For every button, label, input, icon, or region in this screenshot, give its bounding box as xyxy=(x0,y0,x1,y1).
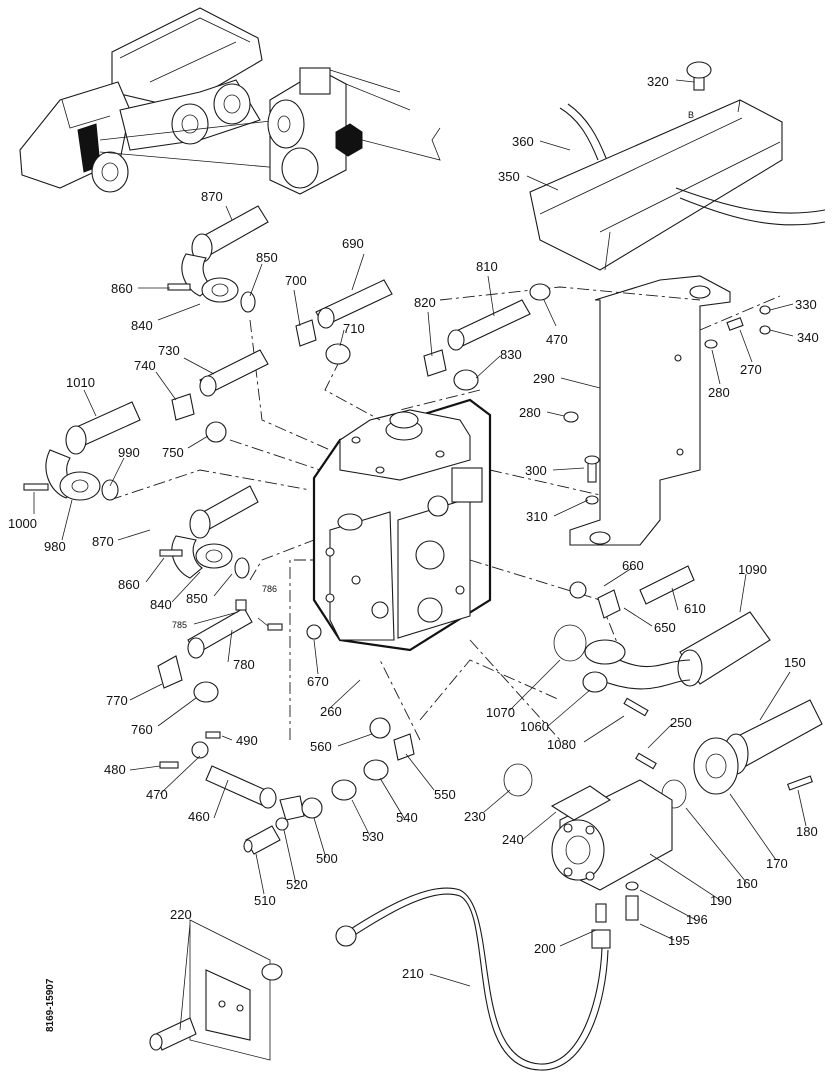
callout-460: 460 xyxy=(188,809,210,824)
callout-170: 170 xyxy=(766,856,788,871)
callout-980: 980 xyxy=(44,539,66,554)
callout-610: 610 xyxy=(684,601,706,616)
callout-280-lower: 280 xyxy=(519,405,541,420)
callout-740: 740 xyxy=(134,358,156,373)
callout-350: 350 xyxy=(498,169,520,184)
callout-760: 760 xyxy=(131,722,153,737)
callout-870-upper: 870 xyxy=(201,189,223,204)
callout-540: 540 xyxy=(396,810,418,825)
callout-560: 560 xyxy=(310,739,332,754)
callout-850-upper: 850 xyxy=(256,250,278,265)
mounting-bracket-290 xyxy=(439,275,781,546)
callout-labels: 320 360 350 330 340 270 280 290 280 300 … xyxy=(8,74,819,981)
callout-690: 690 xyxy=(342,236,364,251)
callout-750: 750 xyxy=(162,445,184,460)
callout-196: 196 xyxy=(686,912,708,927)
callout-180: 180 xyxy=(796,824,818,839)
callout-470-upper: 470 xyxy=(546,332,568,347)
callout-820: 820 xyxy=(414,295,436,310)
callout-780: 780 xyxy=(233,657,255,672)
callout-710: 710 xyxy=(343,321,365,336)
callout-280-upper: 280 xyxy=(708,385,730,400)
callout-320: 320 xyxy=(647,74,669,89)
callout-480: 480 xyxy=(104,762,126,777)
callout-470-lower: 470 xyxy=(146,787,168,802)
callout-786: 786 xyxy=(262,584,277,594)
callout-leaders xyxy=(33,79,807,1031)
callout-1070: 1070 xyxy=(486,705,515,720)
callout-195: 195 xyxy=(668,933,690,948)
exploded-path-lines xyxy=(109,319,621,741)
callout-190: 190 xyxy=(710,893,732,908)
callout-240: 240 xyxy=(502,832,524,847)
locator-truck-illustration xyxy=(19,7,441,195)
callout-360: 360 xyxy=(512,134,534,149)
callout-500: 500 xyxy=(316,851,338,866)
callout-310: 310 xyxy=(526,509,548,524)
callout-830: 830 xyxy=(500,347,522,362)
callout-670: 670 xyxy=(307,674,329,689)
callout-700: 700 xyxy=(285,273,307,288)
callout-300: 300 xyxy=(525,463,547,478)
drawing-code: 8169-15907 xyxy=(45,978,56,1032)
pump-assembly-190 xyxy=(503,763,673,949)
callout-870-lower: 870 xyxy=(92,534,114,549)
bracket-ref-letter: B xyxy=(688,110,694,120)
callout-840-lower: 840 xyxy=(150,597,172,612)
callout-530: 530 xyxy=(362,829,384,844)
callout-785: 785 xyxy=(172,620,187,630)
callout-490: 490 xyxy=(236,733,258,748)
frame-channel-350 xyxy=(529,61,826,271)
callout-260: 260 xyxy=(320,704,342,719)
valve-housing-260 xyxy=(312,398,492,652)
callout-1090: 1090 xyxy=(738,562,767,577)
callout-220: 220 xyxy=(170,907,192,922)
callout-210: 210 xyxy=(402,966,424,981)
callout-1060: 1060 xyxy=(520,719,549,734)
callout-330: 330 xyxy=(795,297,817,312)
callout-660: 660 xyxy=(622,558,644,573)
fittings-lower-left xyxy=(159,717,415,855)
callout-520: 520 xyxy=(286,877,308,892)
callout-550: 550 xyxy=(434,787,456,802)
callout-340: 340 xyxy=(797,330,819,345)
callout-810: 810 xyxy=(476,259,498,274)
callout-770: 770 xyxy=(106,693,128,708)
callout-510: 510 xyxy=(254,893,276,908)
callout-150: 150 xyxy=(784,655,806,670)
tube-and-bracket xyxy=(149,887,609,1071)
callout-730: 730 xyxy=(158,343,180,358)
hose-assemblies-right xyxy=(553,565,823,809)
callout-270: 270 xyxy=(740,362,762,377)
hose-assemblies-left xyxy=(23,205,551,703)
callout-290: 290 xyxy=(533,371,555,386)
callout-650: 650 xyxy=(654,620,676,635)
callout-860-lower: 860 xyxy=(118,577,140,592)
callout-1000: 1000 xyxy=(8,516,37,531)
callout-230: 230 xyxy=(464,809,486,824)
callout-860-upper: 860 xyxy=(111,281,133,296)
callout-840-upper: 840 xyxy=(131,318,153,333)
callout-160: 160 xyxy=(736,876,758,891)
callout-250: 250 xyxy=(670,715,692,730)
callout-200: 200 xyxy=(534,941,556,956)
callout-990: 990 xyxy=(118,445,140,460)
callout-1080: 1080 xyxy=(547,737,576,752)
callout-1010: 1010 xyxy=(66,375,95,390)
callout-850-lower: 850 xyxy=(186,591,208,606)
